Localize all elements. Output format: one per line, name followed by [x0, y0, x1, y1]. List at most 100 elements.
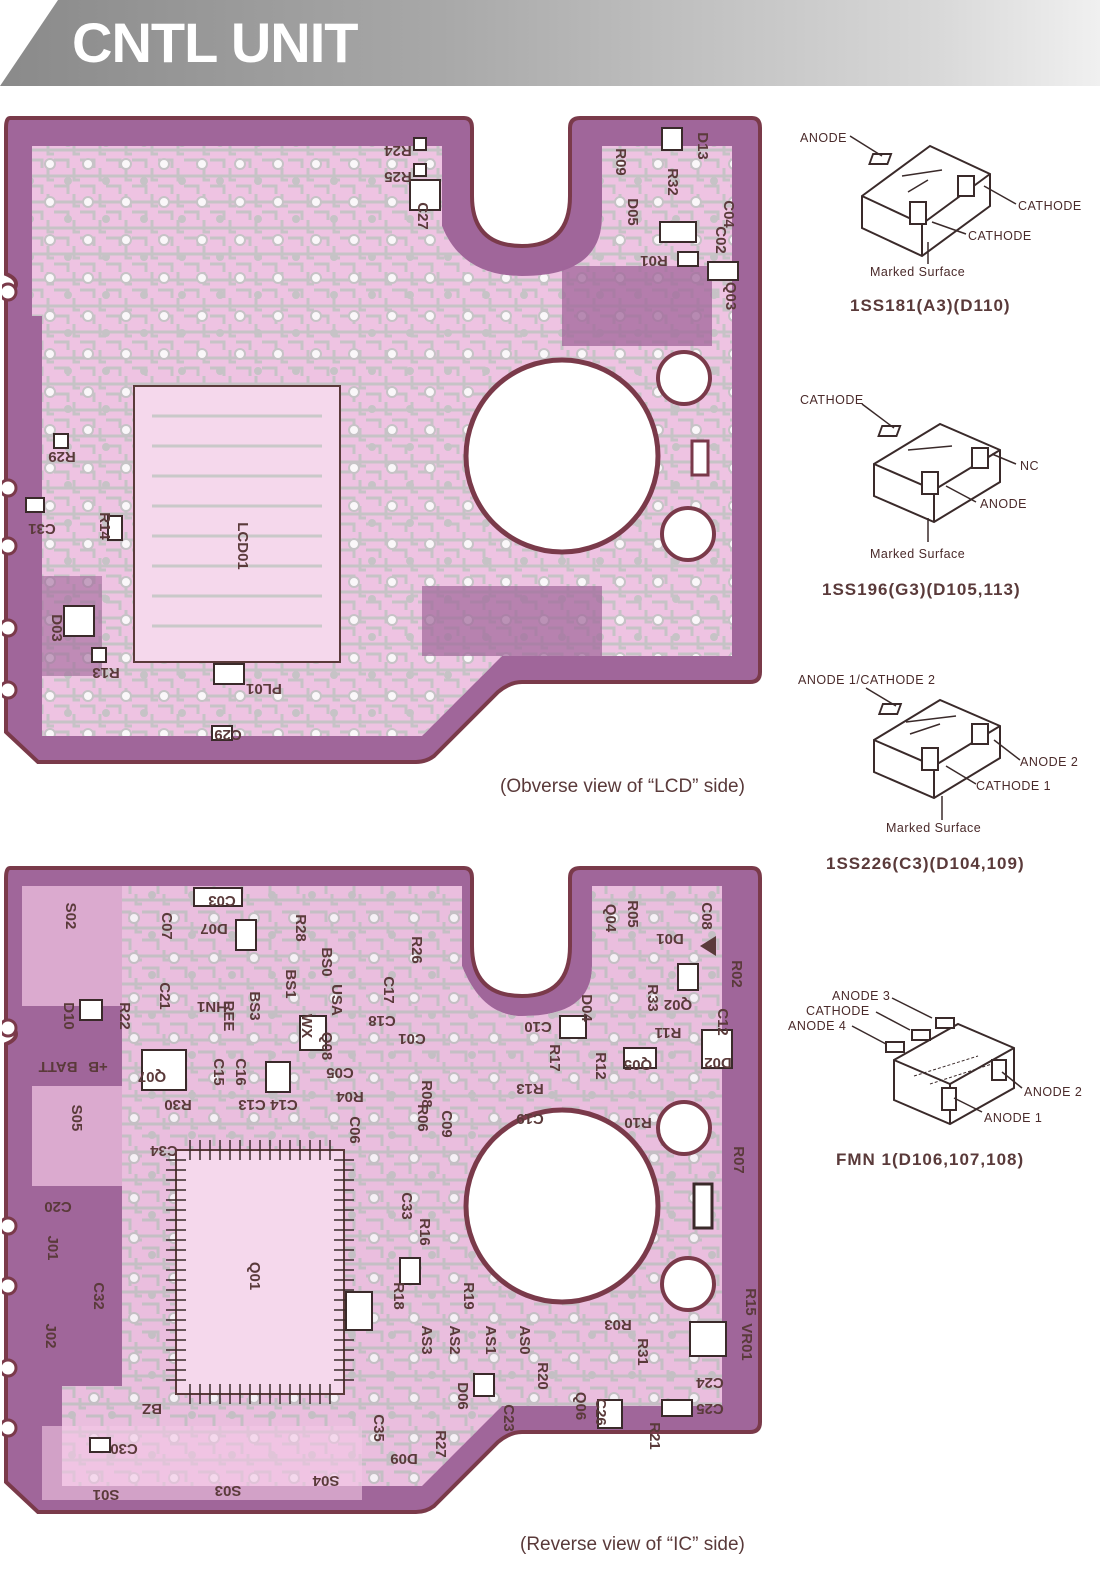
component-ref-label: C23: [500, 1404, 517, 1432]
component-ref-label: C08: [698, 902, 715, 930]
component-ref-label: C35: [370, 1414, 387, 1442]
component-ref-label: R18: [390, 1282, 407, 1310]
component-ref-label: R05: [624, 900, 641, 928]
component-ref-label: C10: [524, 1018, 552, 1035]
component-ref-label: R11: [655, 1024, 682, 1041]
component-ref-label: D07: [200, 920, 228, 937]
diode-1ss181-diagram: ANODE CATHODE CATHODE Marked Surface 1SS…: [790, 124, 1090, 324]
component-ref-label: C12: [714, 1008, 731, 1036]
diode-package-icon: ANODE CATHODE CATHODE Marked Surface: [800, 131, 1082, 279]
component-ref-label: J01: [44, 1235, 61, 1260]
component-ref-label: S05: [68, 1105, 85, 1132]
component-ref-label: C27: [414, 202, 431, 230]
component-ref-label: R32: [664, 168, 681, 196]
marked-surface-label: Marked Surface: [886, 821, 981, 835]
mount-hole-large: [463, 1107, 661, 1305]
component-ref-label: C34: [150, 1142, 178, 1159]
diode-1ss196-diagram: CATHODE NC ANODE Marked Surface 1SS196(G…: [790, 388, 1090, 608]
component-ref-label: D03: [48, 614, 65, 642]
reverse-caption: (Reverse view of “IC” side): [520, 1534, 745, 1555]
component-ref-label: BS0: [318, 947, 335, 976]
component-ref-label: D09: [390, 1450, 418, 1467]
component-ref-label: C04: [720, 200, 737, 228]
component-ref-label: AS1: [482, 1325, 499, 1354]
pin-label: CATHODE: [1018, 199, 1082, 213]
pin-label: CATHODE: [800, 393, 864, 407]
component-ref-label: BATT: [39, 1058, 78, 1075]
diode-package-icon: CATHODE NC ANODE Marked Surface: [800, 393, 1039, 561]
component-ref-label: D02: [704, 1054, 732, 1071]
component-ref-label: R16: [416, 1218, 433, 1246]
component-ref-label: R13: [92, 664, 120, 681]
component-ref-label: C16: [232, 1058, 249, 1086]
page-title: CNTL UNIT: [72, 11, 358, 74]
component-ref-label: LCD01: [234, 522, 251, 570]
component-ref-label: HN1: [197, 998, 227, 1015]
component-ref-label: BS3: [246, 991, 263, 1020]
pin-label: CATHODE: [968, 229, 1032, 243]
component-ref-label: R20: [534, 1362, 551, 1390]
component-ref-label: C13: [238, 1096, 266, 1113]
component-ref-label: VR01: [738, 1323, 755, 1361]
pin-label: ANODE: [980, 497, 1027, 511]
pin-label: ANODE 1: [984, 1111, 1042, 1125]
component-ref-label: R06: [414, 1104, 431, 1132]
component-ref-label: R10: [624, 1114, 652, 1131]
component-ref-label: D04: [578, 994, 595, 1022]
component-ref-label: C14: [270, 1096, 298, 1113]
obverse-caption: (Obverse view of “LCD” side): [500, 776, 745, 797]
component-ref-label: C20: [44, 1198, 72, 1215]
component-ref-label: Q04: [602, 904, 619, 933]
component-ref-label: C32: [90, 1282, 107, 1310]
component-ref-label: Q02: [664, 996, 692, 1013]
component-ref-label: R24: [384, 142, 412, 159]
component-ref-label: C31: [28, 520, 56, 537]
component-ref-label: C25: [696, 1400, 724, 1417]
component-ref-label: D06: [454, 1382, 471, 1410]
component-ref-label: C21: [156, 982, 173, 1010]
component-ref-label: R03: [604, 1316, 632, 1333]
component-ref-label: R07: [730, 1146, 747, 1174]
component-ref-label: R08: [418, 1080, 435, 1108]
component-ref-label: AS0: [516, 1325, 533, 1354]
component-ref-label: PL01: [246, 680, 282, 697]
component-ref-label: Q05: [624, 1056, 652, 1073]
component-ref-label: R25: [384, 168, 412, 185]
component-ref-label: R01: [640, 252, 668, 269]
component-ref-label: R31: [634, 1338, 651, 1366]
component-ref-label: R14: [96, 512, 113, 540]
component-ref-label: C02: [712, 226, 729, 254]
component-ref-label: S03: [215, 1482, 242, 1499]
lcd-footprint: [133, 385, 341, 663]
component-ref-label: R19: [460, 1282, 477, 1310]
component-ref-label: R33: [644, 984, 661, 1012]
component-ref-label: C18: [368, 1012, 396, 1029]
component-ref-label: D05: [624, 198, 641, 226]
component-ref-label: C03: [208, 892, 236, 909]
diode-part-number: FMN 1(D106,107,108): [836, 1150, 1025, 1169]
component-ref-label: S01: [93, 1486, 120, 1503]
component-ref-label: C01: [398, 1030, 426, 1047]
component-ref-label: R09: [612, 148, 629, 176]
component-ref-label: Q06: [572, 1392, 589, 1420]
component-ref-label: C15: [210, 1058, 227, 1086]
component-ref-label: C09: [438, 1110, 455, 1138]
component-ref-label: BS1: [282, 969, 299, 998]
component-ref-label: R22: [116, 1002, 133, 1030]
diode-fmn1-diagram: ANODE 3 CATHODE ANODE 4 ANODE 2 ANODE 1 …: [782, 984, 1098, 1184]
component-ref-label: J02: [42, 1323, 59, 1348]
component-ref-label: AS3: [418, 1325, 435, 1354]
component-ref-label: R28: [292, 914, 309, 942]
component-ref-label: C29: [214, 726, 242, 743]
diode-package-icon: ANODE 3 CATHODE ANODE 4 ANODE 2 ANODE 1: [788, 989, 1082, 1126]
diode-part-number: 1SS196(G3)(D105,113): [822, 580, 1021, 599]
component-ref-label: WX: [298, 1014, 315, 1038]
component-ref-label: R30: [164, 1096, 192, 1113]
pin-label: ANODE 2: [1020, 755, 1078, 769]
pin-label: CATHODE: [806, 1004, 870, 1018]
